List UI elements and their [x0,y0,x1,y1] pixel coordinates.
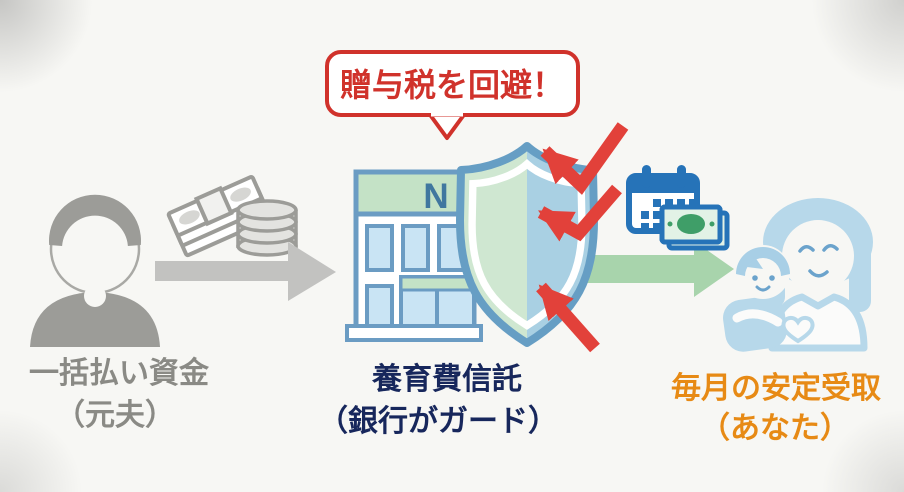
bank-base [345,324,483,342]
person-body [30,292,160,347]
transfer-arrow [155,242,336,301]
child-arm [732,309,783,327]
mother-hand-heart [781,315,815,344]
mother-face [782,220,854,292]
deflected-arrow-top-icon [540,122,629,195]
recipient-label-line2: （あなた） [700,411,850,445]
cash-stack-icon [166,174,298,258]
source-label: 一括払い資金 （元夫） [29,356,210,432]
bank-letter: N [423,177,448,216]
deflected-arrow-middle-icon [537,184,622,242]
trust-label-line1: 養育費信託 [371,362,522,396]
mother-child-icon [723,198,873,352]
ex-husband-icon [30,194,160,347]
person-hair [49,194,142,246]
payout-arrow [575,241,734,297]
banknotes-icon [659,204,730,251]
person-collar [84,285,106,307]
trust-label-line2: （銀行がガード） [318,404,558,438]
bank-window [365,224,394,272]
recipient-label-line1: 毎月の安定受取 [671,371,881,405]
recipient-label: 毎月の安定受取 （あなた） [671,371,881,445]
coins-icon [236,199,298,257]
callout-text: 贈与税を回避！ [340,67,564,103]
trust-label: 養育費信託 （銀行がガード） [318,362,558,438]
source-label-line2: （元夫） [55,398,175,432]
child-body [723,296,787,352]
bank-building-icon: N [345,169,483,342]
deflected-arrow-bottom-icon [536,282,600,353]
bank-window [365,284,394,332]
gift-tax-callout: 贈与税を回避！ [325,50,580,140]
source-label-line1: 一括払い資金 [29,356,210,390]
bank-window [401,224,430,272]
child-hair [736,247,790,276]
